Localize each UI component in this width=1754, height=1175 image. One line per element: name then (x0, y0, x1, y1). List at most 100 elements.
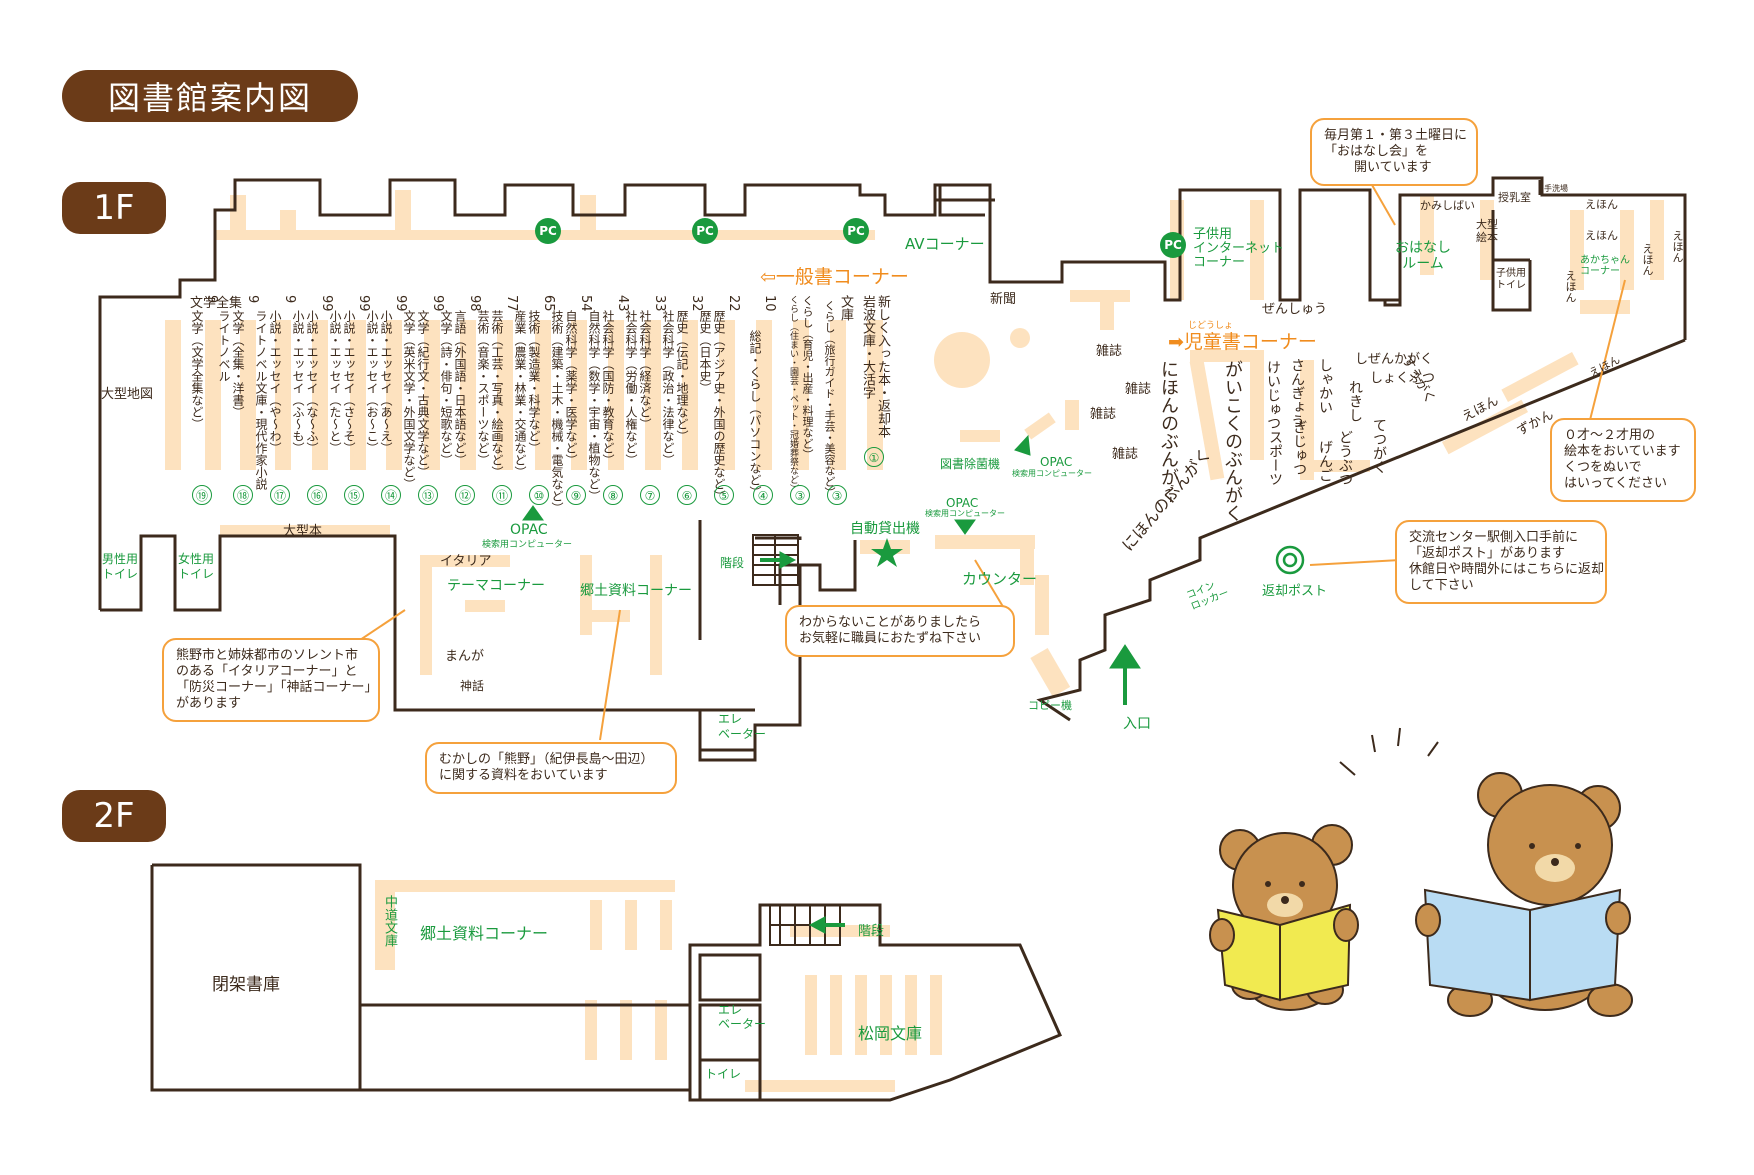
kamishibai-label: かみしばい (1420, 199, 1475, 212)
pc-icon[interactable]: PC (843, 218, 869, 244)
literature-zenshu-label: 文学全集 (190, 296, 243, 311)
counter-label: カウンター (962, 570, 1038, 588)
kids-shelf-shakai: しゃかい (1317, 358, 1333, 414)
shelf-label: 社会科学（労働・人権など） (624, 310, 638, 466)
ehon-label: えほん (1641, 243, 1654, 276)
baby-corner-label: あかちゃんコーナー (1580, 255, 1630, 277)
pc-icon[interactable]: PC (535, 218, 561, 244)
shelf-label: 社会科学（政治・法律など） (661, 310, 675, 466)
kids-shelf-sangyou: さんぎょう (1289, 358, 1305, 428)
shelf-number: ⑯ (307, 485, 327, 505)
italia-callout: 熊野市と姉妹都市のソレント市のある「イタリアコーナー」と「防災コーナー」「神話コ… (162, 638, 380, 722)
shelf-number: ⑧ (603, 485, 623, 505)
closed-stacks-label: 閉架書庫 (212, 975, 280, 995)
big-books-label: 大型本 (283, 524, 323, 539)
page-title: 図書館案内図 (62, 70, 358, 122)
elevator-2f-label: エレベーター (718, 1003, 767, 1031)
stairs-label: 階段 (720, 556, 745, 570)
pc-icon[interactable]: PC (692, 218, 718, 244)
ehon-label: えほん (1585, 198, 1618, 211)
baby-callout: ０才〜２才用の絵本をおいていますくつをぬいではいってください (1550, 418, 1696, 502)
italia-label: イタリア (440, 554, 492, 569)
kyodo-corner-label: 郷土資料コーナー (580, 583, 692, 599)
shelf-label: 文学（英米文学・外国文学など） (402, 310, 416, 490)
handwash-label: 手洗場 (1544, 184, 1568, 193)
ehon-label: えほん (1671, 230, 1684, 263)
copy-machine-label: コピー機 (1028, 699, 1072, 712)
kumano-callout: むかしの「熊野」（紀伊長島〜田辺）に関する資料をおいています (425, 742, 677, 794)
shelf-label: 32 (689, 295, 704, 312)
shelf-number: ⑰ (270, 485, 290, 505)
shelf-label: 自然科学（薬学・医学など） (564, 310, 578, 466)
opac-sub-label: 検索用コンピューター (925, 509, 1005, 518)
male-toilet-label: 男性用トイレ (102, 552, 139, 581)
shelf-label: ライトノベル文庫・現代作家小説 (254, 310, 268, 490)
magazine-label: 雑誌 (1090, 407, 1117, 422)
kids-shelf-doubutsu: どうぶつ (1337, 430, 1353, 486)
shelf-number: ⑱ (233, 485, 253, 505)
zenshu-label: ぜんしゅう (1262, 302, 1328, 317)
shelf-label: 99 (393, 295, 408, 312)
general-corner-label: ⇦一般書コーナー (760, 266, 909, 288)
return-post-label[interactable]: 返却ポスト (1262, 584, 1328, 599)
toilet-2f-label: トイレ (705, 1067, 742, 1081)
kyodo-2f-label: 郷土資料コーナー (420, 924, 549, 943)
shelf-label: 小説・エッセイ（や〜わ） (268, 310, 282, 454)
magazine-label: 雑誌 (1125, 382, 1152, 397)
kids-shelf-shizen: しぜんかがく (1355, 352, 1434, 367)
nakamichi-label: 中道文庫 (382, 895, 397, 947)
shelf-label: 芸術（工芸・写真・絵画など） (490, 310, 504, 478)
ehon-label: えほん (1585, 229, 1618, 242)
shelf-label: 99 (319, 295, 334, 312)
magazine-label: 雑誌 (1096, 344, 1123, 359)
opac-label[interactable]: OPAC (946, 496, 979, 510)
theme-corner-label: テーマコーナー (447, 578, 545, 594)
oogata-ehon-label: 大型絵本 (1476, 218, 1498, 244)
shelf-label: 9 (245, 295, 260, 304)
kids-shelf-gengo: げんご (1317, 440, 1333, 482)
shelf-label: 98 (467, 295, 482, 312)
kids-shelf-sports: スポーツ (1267, 430, 1283, 486)
entrance-label: 入口 (1123, 716, 1151, 732)
elevator-label: エレベーター (718, 712, 767, 741)
big-map-label: 大型地図 (101, 387, 154, 402)
shelf-label: 文学（紀行文・古典文学など） (416, 310, 430, 478)
shelf-label: 自然科学（数学・宇宙・植物など） (587, 310, 601, 502)
shelf-label: 99 (430, 295, 445, 312)
opac-label[interactable]: OPAC (1040, 455, 1073, 469)
kids-shelf-rekishi: れきし (1347, 380, 1363, 422)
newspaper-label: 新聞 (990, 292, 1017, 307)
ask-callout: わからないことがありましたらお気軽に職員におたずね下さい (785, 605, 1015, 657)
magazine-label: 雑誌 (1112, 447, 1139, 462)
shelf-label: 言語（外国語・日本語など） (453, 310, 467, 466)
self-checkout-star-icon (871, 538, 903, 567)
shelf-label: 小説・エッセイ（さ〜そ） (342, 310, 356, 454)
shelf-label: 歴史（日本史） (698, 310, 712, 394)
shelf-number: ⑤ (714, 485, 734, 505)
shelf-label: 文学（全集・洋書） (231, 310, 245, 418)
shelf-number: ⑪ (492, 485, 512, 505)
matsuoka-label: 松岡文庫 (858, 1024, 923, 1043)
shelf-label: 歴史（伝記・地理など） (675, 310, 689, 442)
book-sterilizer-label: 図書除菌機 (940, 457, 1001, 471)
kids-shelf-gijutsu: ぎじゅつ (1291, 420, 1307, 476)
shelf-label: 99 (356, 295, 371, 312)
shelf-number: ⑨ (566, 485, 586, 505)
children-corner-label: ➡児童書コーナー (1168, 331, 1317, 353)
shelf-label: 小説・エッセイ（た〜と） (328, 310, 342, 454)
shelf-label: 小説・エッセイ（あ〜え） (379, 310, 393, 454)
shelf-label: 33 (652, 295, 667, 312)
stairs-2f-label: 階段 (858, 924, 885, 939)
shelf-label: 文学（詩・俳句・短歌など） (439, 310, 453, 466)
shelf-number: ⑫ (455, 485, 475, 505)
opac-label[interactable]: OPAC (510, 522, 548, 538)
shelf-label: 文学（文学全集など） (190, 310, 204, 430)
bear-illustration (1209, 727, 1633, 1017)
shelf-label: 9 (282, 295, 297, 304)
shelf-label: 社会科学（経済など） (638, 310, 652, 430)
shelf-label: 技術（製造業・科学など） (527, 310, 541, 454)
shelf-label: 技術（建築・土木・機械・電気など） (550, 310, 564, 514)
shelf-label: 65 (541, 295, 556, 312)
pc-icon[interactable]: PC (1160, 232, 1186, 258)
self-checkout-label: 自動貸出機 (850, 521, 920, 537)
